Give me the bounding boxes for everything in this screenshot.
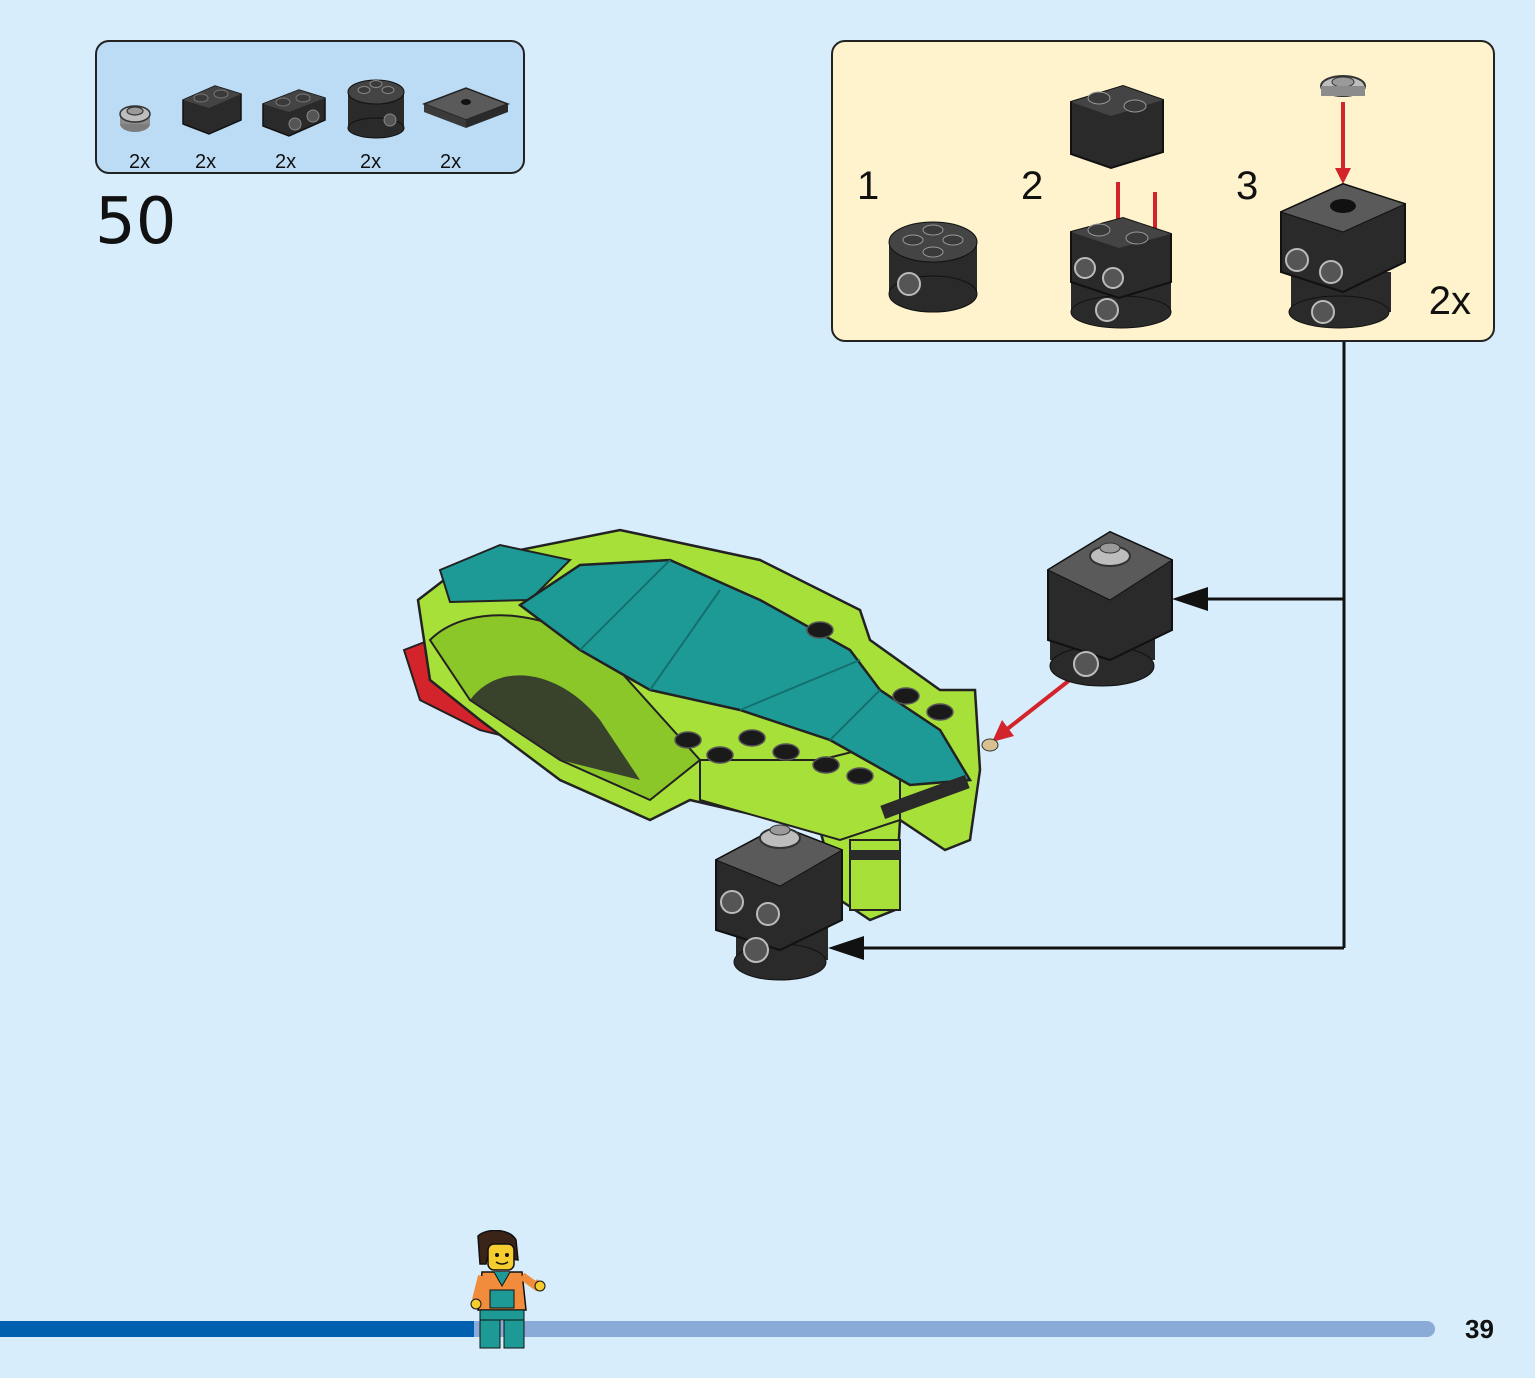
page-number: 39 <box>1465 1314 1494 1344</box>
round-plate-icon <box>119 105 151 132</box>
sub-step-label-2: 2 <box>1021 164 1044 208</box>
part-holes-brick: 2x <box>257 62 327 173</box>
sub-step-3-illustration <box>1279 75 1407 329</box>
sub-step-2-illustration <box>1070 84 1172 329</box>
rounded-brick-icon <box>182 85 242 135</box>
part-qty: 2x <box>129 151 151 173</box>
part-round-brick: 2x <box>342 62 412 173</box>
sub-step-label-1: 1 <box>857 164 880 208</box>
part-qty: 2x <box>275 151 297 173</box>
progress-fill <box>0 1321 474 1337</box>
minifigure-icon <box>470 1230 546 1349</box>
sub-assembly-attached <box>714 824 844 981</box>
part-rounded-brick: 2x <box>177 62 247 173</box>
part-round-plate: 2x <box>111 62 181 173</box>
part-qty: 2x <box>440 151 462 173</box>
jumper-plate-icon <box>422 87 511 128</box>
connector-lines <box>828 342 1346 960</box>
sub-step-label-3: 3 <box>1236 164 1259 208</box>
part-qty: 2x <box>195 151 217 173</box>
sub-assembly-floating <box>1046 530 1174 687</box>
sub-assembly-multiplier: 2x <box>1428 279 1471 323</box>
part-qty: 2x <box>360 151 382 173</box>
step-number: 50 <box>95 185 177 259</box>
round-brick-icon <box>347 79 405 139</box>
sub-step-1-round-brick-illustration <box>888 221 978 313</box>
part-jumper-plate: 2x <box>422 62 511 173</box>
parts-list-box: 2x 2x 2x 2x <box>95 40 525 174</box>
progress-bar <box>0 1321 1435 1337</box>
holes-brick-icon <box>262 89 326 137</box>
sub-assembly-box: 1 2 3 2x <box>831 40 1495 342</box>
